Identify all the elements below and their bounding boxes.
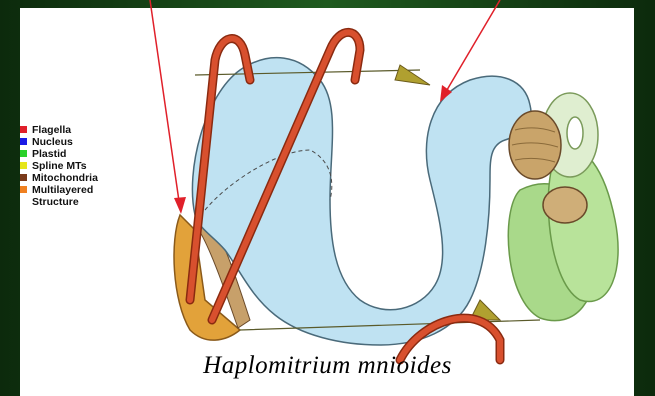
mitochondrion — [543, 187, 587, 223]
legend-label: Multilayered Structure — [32, 184, 93, 208]
legend-label: Flagella — [32, 124, 71, 136]
legend-swatch — [20, 174, 27, 181]
species-caption: Haplomitrium mnioides — [0, 352, 655, 380]
legend-swatch — [20, 138, 27, 145]
legend-swatch — [20, 150, 27, 157]
legend-label: Plastid — [32, 148, 66, 160]
mitochondrion — [509, 111, 561, 179]
plastid — [567, 117, 583, 149]
legend-item: Plastid — [20, 148, 98, 160]
legend-label: Nucleus — [32, 136, 73, 148]
arrowhead — [174, 197, 186, 214]
legend-item: Flagella — [20, 124, 98, 136]
legend-item: Multilayered Structure — [20, 184, 98, 208]
legend-item: Mitochondria — [20, 172, 98, 184]
legend-swatch — [20, 126, 27, 133]
legend-item: Nucleus — [20, 136, 98, 148]
legend-label: Mitochondria — [32, 172, 98, 184]
legend-label: Spline MTs — [32, 160, 87, 172]
legend-swatch — [20, 162, 27, 169]
legend-swatch — [20, 186, 27, 193]
pointer-arrow-left — [150, 0, 180, 208]
legend-item: Spline MTs — [20, 160, 98, 172]
